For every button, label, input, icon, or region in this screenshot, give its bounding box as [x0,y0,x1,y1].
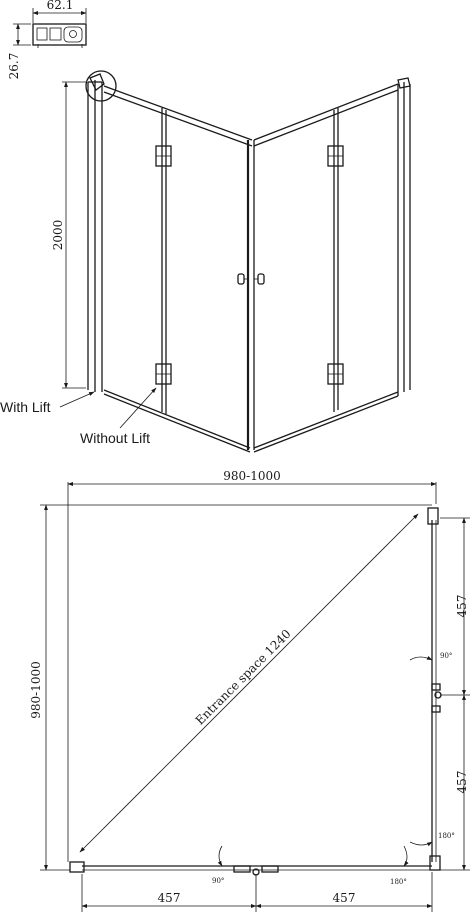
plan-top-width-label: 980-1000 [223,469,281,483]
angle-label-2: 180° [438,832,455,840]
height-label: 2000 [51,220,65,251]
angle-label-4: 180° [390,878,407,886]
plan-bottom-right-label: 457 [333,891,356,905]
plan-bottom-left-label: 457 [158,891,181,905]
entrance-space-label: Entrance space 1240 [193,627,294,728]
plan-view: 980-1000 980-1000 457 457 [29,469,470,912]
profile-depth-label: 26.7 [7,53,21,80]
plan-left-height-label: 980-1000 [29,661,43,719]
plan-right-upper-label: 457 [455,595,469,618]
elevation-view: 2000 [0,70,411,453]
angle-label-1: 90° [440,652,452,660]
with-lift-label: With Lift [0,399,51,415]
profile-width-label: 62.1 [47,0,74,12]
plan-right-lower-label: 457 [455,771,469,794]
angle-label-3: 90° [212,877,224,885]
without-lift-label: Without Lift [80,430,150,446]
profile-detail: 62.1 26.7 [7,0,87,80]
profile-detail-callout [85,70,117,102]
